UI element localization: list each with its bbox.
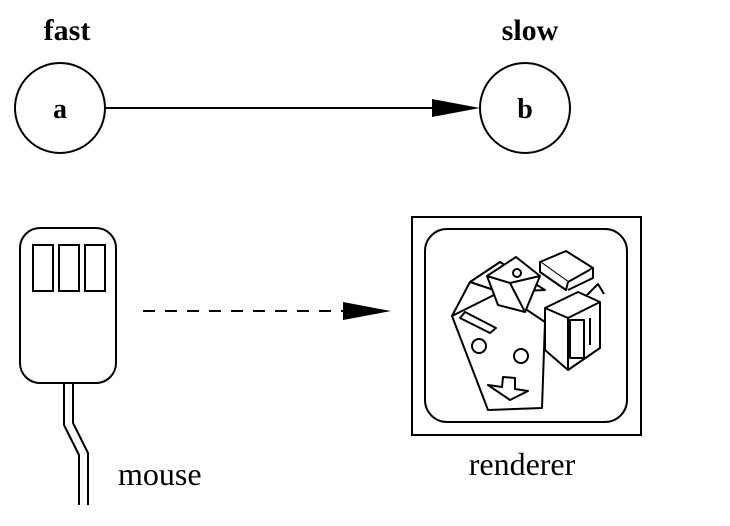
node-b: b	[479, 62, 571, 154]
caption-fast: fast	[44, 14, 91, 47]
node-b-label: b	[517, 94, 533, 125]
rendered-object-icon	[451, 250, 605, 411]
mouse-label: mouse	[118, 456, 202, 492]
edge-a-to-b	[105, 99, 480, 117]
arrowhead-solid	[432, 99, 480, 117]
renderer-icon	[411, 216, 642, 436]
node-a: a	[14, 62, 106, 154]
node-a-label: a	[53, 94, 67, 125]
mouse-icon	[19, 227, 117, 505]
caption-slow: slow	[502, 14, 559, 47]
renderer-label: renderer	[469, 446, 576, 482]
arrowhead-dashed	[343, 302, 391, 320]
edge-mouse-to-renderer	[143, 302, 391, 320]
